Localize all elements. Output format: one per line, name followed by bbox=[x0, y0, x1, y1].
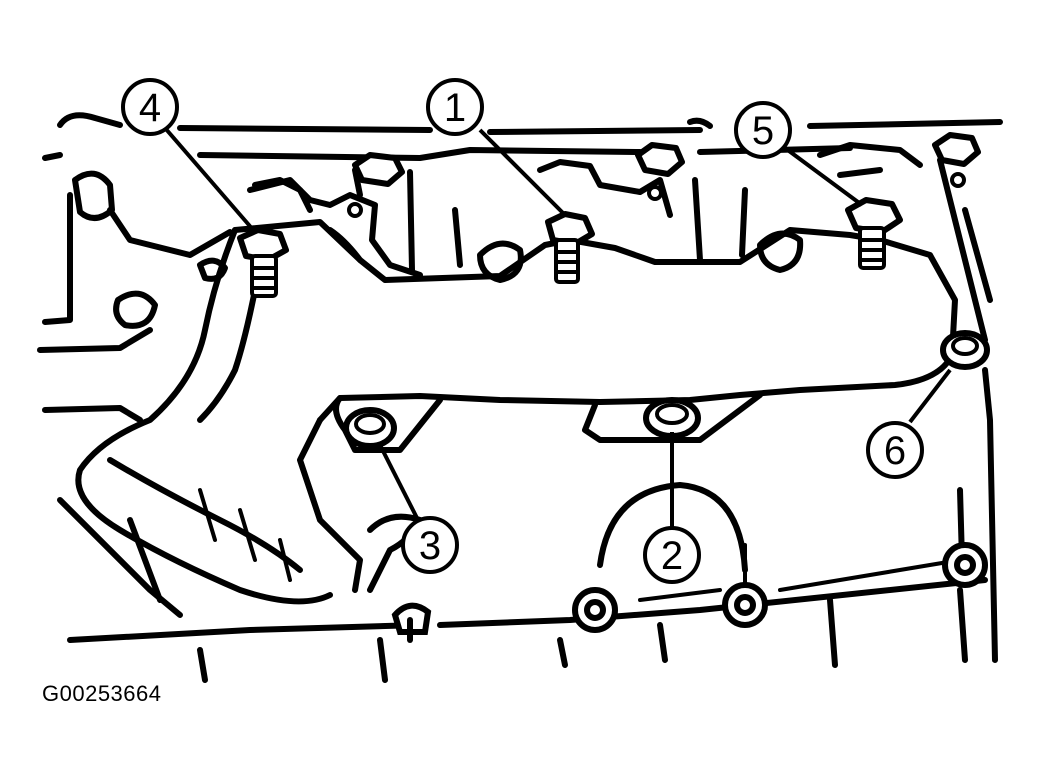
callout-4-label: 4 bbox=[139, 86, 161, 130]
leader-6 bbox=[908, 368, 952, 424]
callout-4: 4 bbox=[121, 78, 179, 136]
callout-1: 1 bbox=[426, 78, 484, 136]
bolt-2 bbox=[643, 397, 701, 439]
bolt-6 bbox=[940, 330, 990, 370]
callout-5: 5 bbox=[734, 101, 792, 159]
exhaust-manifold bbox=[57, 177, 958, 618]
head-bolt-middle bbox=[635, 142, 685, 177]
callout-2-label: 2 bbox=[661, 534, 683, 578]
callout-1-label: 1 bbox=[444, 86, 466, 130]
leader-3 bbox=[378, 444, 420, 521]
callout-5-label: 5 bbox=[752, 109, 774, 153]
head-bolt-right bbox=[932, 132, 981, 167]
bolt-5 bbox=[845, 197, 903, 270]
callout-3-label: 3 bbox=[419, 524, 441, 568]
leader-4 bbox=[163, 126, 257, 234]
cylinder-head-outline bbox=[37, 112, 1003, 683]
callout-3: 3 bbox=[401, 516, 459, 574]
leader-1 bbox=[478, 128, 567, 217]
bolt-4 bbox=[237, 227, 289, 298]
figure-id: G00253664 bbox=[42, 681, 162, 706]
callout-2: 2 bbox=[643, 526, 701, 584]
leader-lines bbox=[163, 126, 952, 530]
head-bolt-left bbox=[352, 152, 405, 187]
callout-6-label: 6 bbox=[884, 429, 906, 473]
bolt-1 bbox=[545, 211, 595, 284]
callout-6: 6 bbox=[866, 421, 924, 479]
bolt-3 bbox=[343, 407, 397, 449]
leader-5 bbox=[783, 146, 864, 207]
